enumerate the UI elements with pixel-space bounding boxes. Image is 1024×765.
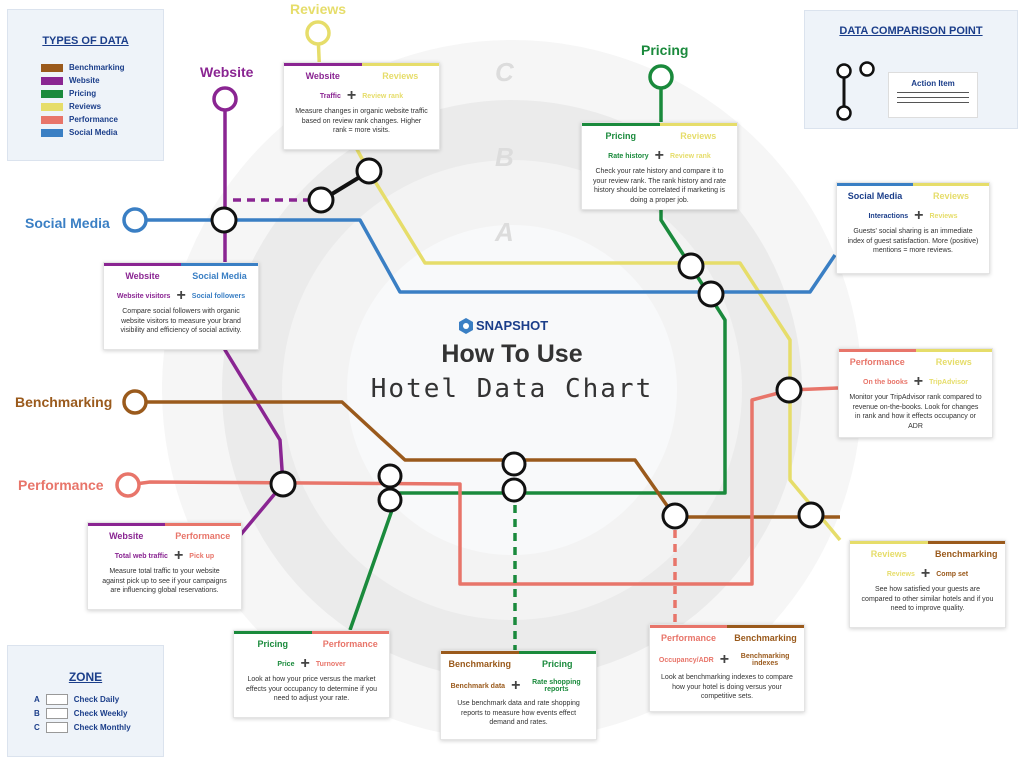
types-legend-title: TYPES OF DATA	[42, 35, 129, 47]
station-social-pricing	[697, 280, 725, 308]
legend-item: Benchmarking	[41, 61, 163, 74]
zone-letter-c: C	[495, 57, 514, 87]
reviews-line-label: Reviews	[290, 1, 347, 17]
page-subtitle: Hotel Data Chart	[370, 374, 654, 404]
station-website-reviews-a	[307, 186, 335, 214]
pricing-line-label: Pricing	[641, 42, 689, 58]
legend-item: Pricing	[41, 87, 163, 100]
social-terminal	[122, 207, 148, 233]
brand-name: SNAPSHOT	[476, 318, 549, 333]
legend-item: Social Media	[41, 126, 163, 139]
legend-item: Reviews	[41, 100, 163, 113]
comparison-legend-title: DATA COMPARISON POINT	[839, 25, 983, 37]
card-description: Guests' social sharing is an immediate i…	[847, 228, 979, 254]
station-benchmarking-pricing-top	[501, 451, 527, 477]
website-line-label: Website	[200, 64, 254, 80]
station-performance-reviews	[775, 376, 803, 404]
zone-letter-a: A	[495, 217, 514, 247]
zone-legend-title: ZONE	[68, 670, 103, 684]
station-reviews-benchmarking	[797, 501, 825, 529]
zone-letter-b: B	[495, 142, 514, 172]
benchmarking-terminal	[122, 389, 148, 415]
station-pricing-performance-bottom	[377, 487, 403, 513]
card-description: Compare social followers with organic we…	[120, 308, 242, 334]
station-website-reviews-b	[355, 157, 383, 185]
benchmarking-line-label: Benchmarking	[15, 394, 113, 410]
card-description: Look at benchmarking indexes to compare …	[661, 674, 793, 700]
card-description: Measure total traffic to your website ag…	[102, 568, 227, 594]
card-description: Check your rate history and compare it t…	[593, 168, 726, 204]
reviews-terminal	[305, 20, 331, 46]
pricing-terminal	[648, 64, 674, 90]
action-item-card: Action Item	[888, 72, 978, 118]
station-website-performance	[269, 470, 297, 498]
center-circle	[347, 225, 677, 555]
page-title: How To Use	[441, 340, 583, 368]
station-benchmarking-pricing-bottom	[501, 477, 527, 503]
card-description: Monitor your TripAdvisor rank compared t…	[849, 394, 982, 430]
interchange-stations	[210, 157, 825, 530]
website-terminal	[212, 86, 238, 112]
performance-line-label: Performance	[18, 477, 104, 493]
card-description: Use benchmark data and rate shopping rep…	[457, 700, 580, 726]
social-line	[135, 218, 837, 294]
card-description: See how satisfied your guests are compar…	[861, 586, 994, 612]
station-performance-benchmarking	[661, 502, 689, 530]
social-line-label: Social Media	[25, 215, 110, 231]
types-of-data-legend: TYPES OF DATA Benchmarking Website Prici…	[7, 9, 164, 161]
station-pricing-performance-top	[377, 463, 403, 489]
station-website-social	[210, 206, 238, 234]
card-description: Measure changes in organic website traff…	[295, 108, 428, 134]
legend-item: Performance	[41, 113, 163, 126]
performance-terminal	[115, 472, 141, 498]
legend-item: Website	[41, 74, 163, 87]
comparison-point-icon	[836, 61, 875, 121]
data-comparison-legend: DATA COMPARISON POINT Action Item	[804, 10, 1018, 129]
station-pricing-reviews	[677, 252, 705, 280]
card-description: Look at how your price versus the market…	[246, 676, 377, 702]
